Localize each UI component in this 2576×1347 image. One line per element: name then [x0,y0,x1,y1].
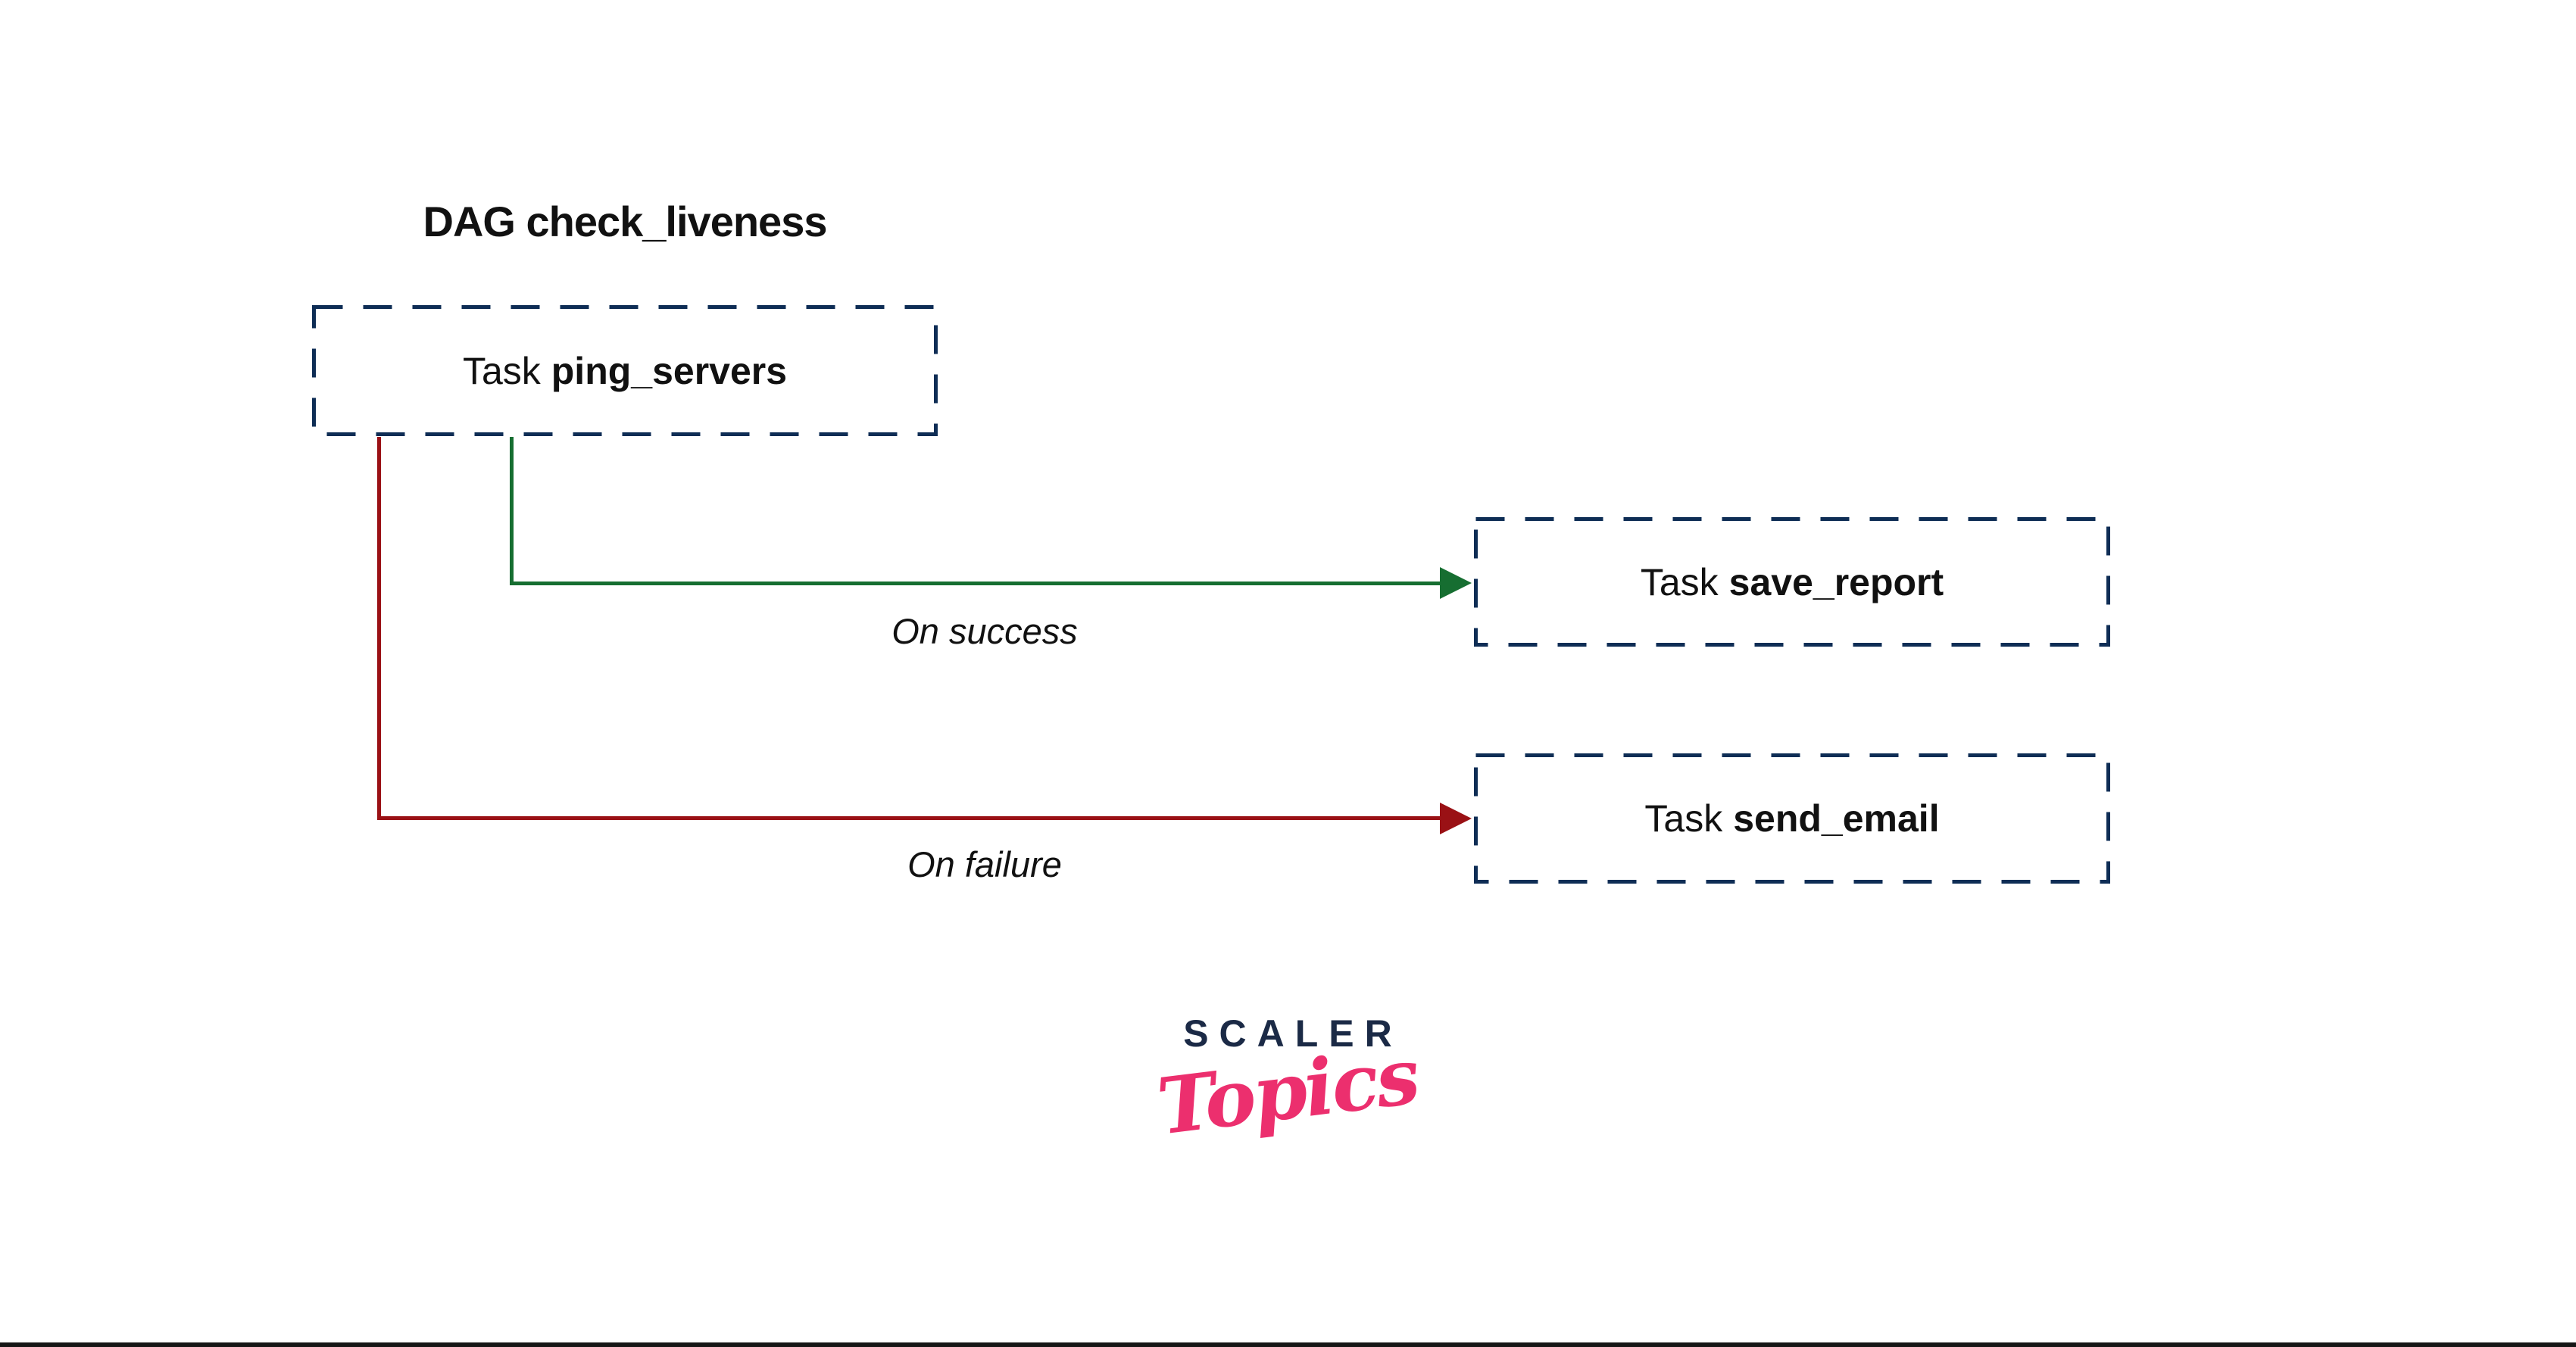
task-node-ping-servers: Task ping_servers [312,305,938,436]
bottom-divider [0,1342,2576,1347]
task-label-prefix: Task [462,349,541,392]
dashed-border [1474,517,2110,647]
task-label-prefix: Task [1644,797,1723,840]
success-edge-vertical-line [510,437,514,584]
dashed-border [312,305,938,436]
dashed-border [1474,753,2110,884]
task-node-send-email: Task send_email [1474,753,2110,884]
failure-edge-label: On failure [907,844,1062,884]
task-node-label: Task save_report [1474,517,2110,647]
task-label-name: ping_servers [551,349,788,392]
failure-edge-horizontal-line [377,816,1441,820]
failure-edge-vertical-line [377,437,381,818]
task-node-label: Task ping_servers [312,305,938,436]
success-edge-label: On success [891,611,1078,651]
success-edge-horizontal-line [510,582,1441,585]
task-label-name: save_report [1728,560,1944,603]
task-label-name: send_email [1733,797,1940,840]
dag-title: DAG check_liveness [423,198,828,245]
success-arrowhead-icon [1440,567,1472,599]
task-node-save-report: Task save_report [1474,517,2110,647]
task-node-label: Task send_email [1474,753,2110,884]
scaler-topics-logo: SCALER Topics [1121,1012,1454,1153]
failure-arrowhead-icon [1440,803,1472,834]
task-label-prefix: Task [1640,560,1719,603]
logo-wordmark: SCALER [1183,1012,1403,1055]
